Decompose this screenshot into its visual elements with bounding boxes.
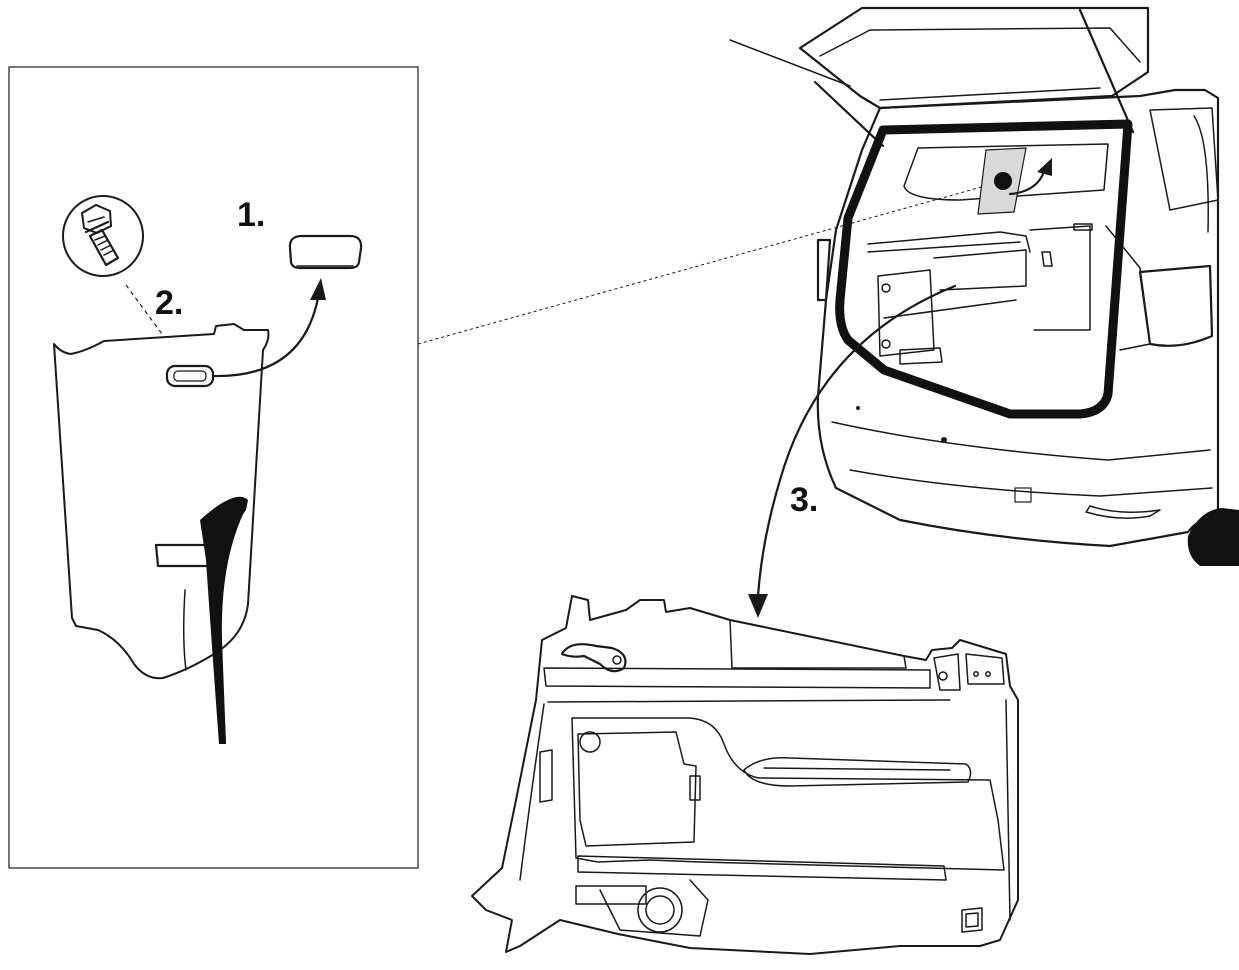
remove-cap-arrow [211, 278, 326, 378]
detail-reference-line [417, 180, 1004, 345]
remove-trim-arrow [748, 284, 957, 618]
step-label-2: 2. [155, 284, 184, 322]
pillar-trim-panel [53, 323, 270, 744]
vehicle-rear-view [729, 6, 1239, 566]
step-label-3: 3. [790, 481, 819, 519]
cover-cap [288, 234, 363, 270]
step-label-1: 1. [237, 196, 266, 234]
quarter-trim-panel [471, 595, 1019, 955]
screw-icon [62, 195, 144, 277]
